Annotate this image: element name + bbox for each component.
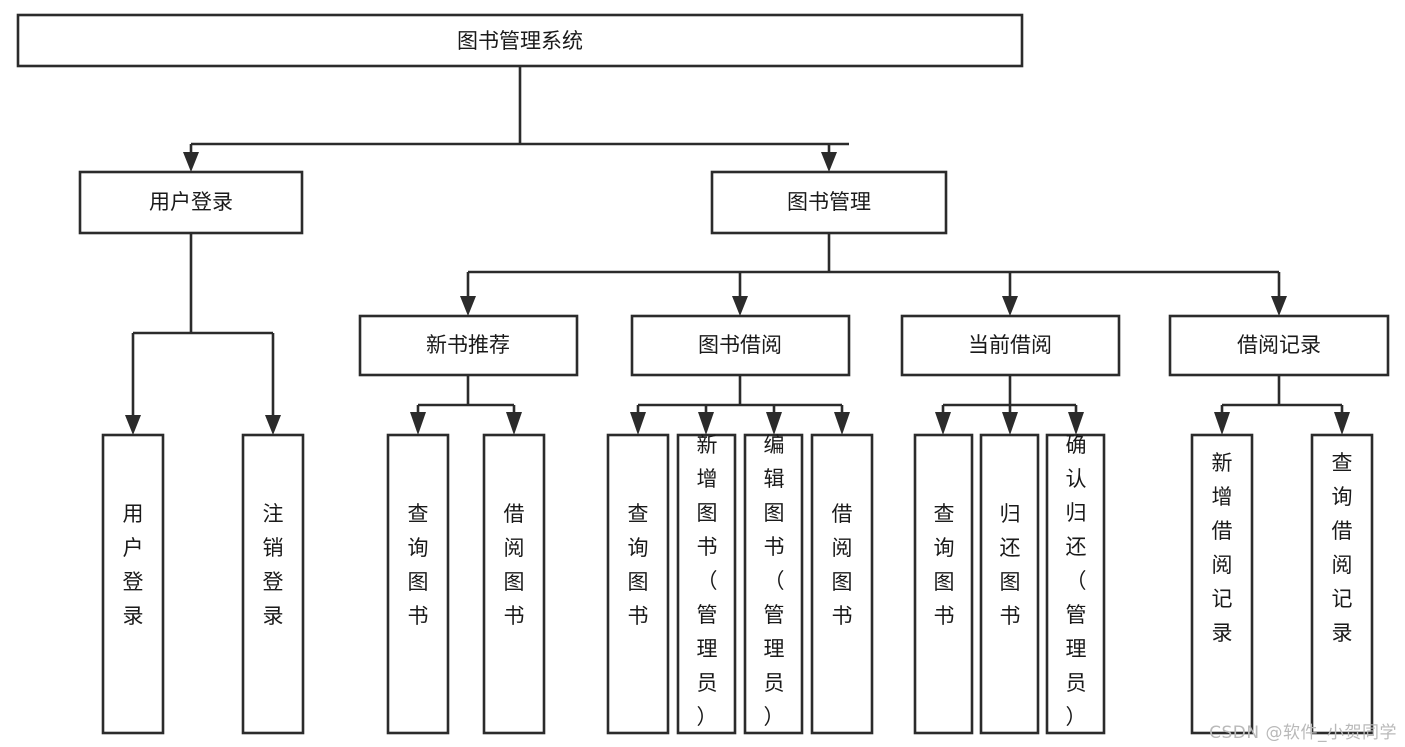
arrow-records-to-query [1334, 412, 1350, 435]
arrow-login-to-logout-leaf [265, 415, 281, 435]
arrow-borrow-to-query [630, 412, 646, 435]
node-leaf-return-book-box[interactable] [979, 433, 1040, 735]
node-leaf-add-borrow-record-box[interactable] [1190, 433, 1254, 735]
arrow-login-to-user-login-leaf [125, 415, 141, 435]
node-leaf-add-borrow-record[interactable]: 新增借阅记录 [1190, 433, 1254, 735]
arrow-root-to-user-login [183, 152, 199, 172]
node-leaf-borrow-book-2-label: 借阅图书 [832, 502, 853, 628]
node-new-book-recommend-box[interactable] [358, 314, 579, 377]
node-current-borrow-label: 当前借阅 [968, 333, 1052, 357]
node-leaf-borrow-book-1-label: 借阅图书 [504, 502, 525, 628]
node-leaf-edit-book-admin-label: 编辑图书（管理员） [764, 433, 785, 729]
node-leaf-query-book-3[interactable]: 查询图书 [913, 433, 974, 735]
node-leaf-return-book-label: 归还图书 [1000, 502, 1021, 628]
edge-group-book-management [460, 233, 1287, 316]
edge-group-new-book-recommend [410, 376, 522, 435]
node-leaf-add-borrow-record-label: 新增借阅记录 [1212, 451, 1233, 645]
arrow-bookmgmt-to-new-book [460, 296, 476, 316]
node-root-system[interactable]: 图书管理系统 [16, 13, 1024, 68]
arrow-borrow-to-add [698, 412, 714, 435]
arrow-borrow-to-borrow-book [834, 412, 850, 435]
edge-group-book-borrow [630, 376, 850, 435]
node-leaf-confirm-return-admin[interactable]: 确认归还（管理员） [1045, 433, 1106, 735]
arrow-newbook-to-query [410, 412, 426, 435]
node-current-borrow[interactable]: 当前借阅 [900, 314, 1121, 377]
node-current-borrow-box[interactable] [900, 314, 1121, 377]
node-leaf-query-borrow-record[interactable]: 查询借阅记录 [1310, 433, 1374, 735]
node-leaf-logout-box[interactable] [241, 433, 305, 735]
node-leaf-edit-book-admin-box[interactable] [743, 433, 804, 735]
node-user-login-label: 用户登录 [149, 190, 233, 214]
node-borrow-records-box[interactable] [1168, 314, 1390, 377]
edge-group-user-login [125, 233, 281, 435]
node-leaf-logout-label: 注销登录 [263, 502, 284, 628]
node-leaf-query-book-3-box[interactable] [913, 433, 974, 735]
arrow-bookmgmt-to-borrow [732, 296, 748, 316]
node-book-management[interactable]: 图书管理 [710, 170, 948, 235]
arrow-borrow-to-edit [766, 412, 782, 435]
node-book-management-box[interactable] [710, 170, 948, 235]
edge-group-current-borrow [935, 376, 1084, 435]
node-leaf-add-book-admin-label: 新增图书（管理员） [697, 433, 718, 729]
node-leaf-edit-book-admin[interactable]: 编辑图书（管理员） [743, 433, 804, 735]
node-leaf-return-book[interactable]: 归还图书 [979, 433, 1040, 735]
node-leaf-query-borrow-record-box[interactable] [1310, 433, 1374, 735]
node-leaf-add-book-admin-box[interactable] [676, 433, 737, 735]
node-leaf-query-book-3-label: 查询图书 [934, 502, 955, 628]
node-leaf-borrow-book-2[interactable]: 借阅图书 [810, 433, 874, 735]
arrow-records-to-add [1214, 412, 1230, 435]
node-root-system-box[interactable] [16, 13, 1024, 68]
node-leaf-query-book-1-box[interactable] [386, 433, 450, 735]
node-root-system-label: 图书管理系统 [457, 29, 583, 53]
csdn-watermark: CSDN @软件_小贺同学 [1209, 723, 1397, 743]
node-book-borrow-label: 图书借阅 [698, 333, 782, 357]
edge-group-root [183, 66, 849, 172]
arrow-current-to-return [1002, 412, 1018, 435]
node-leaf-query-borrow-record-label: 查询借阅记录 [1332, 451, 1353, 645]
node-book-borrow[interactable]: 图书借阅 [630, 314, 851, 377]
arrow-bookmgmt-to-current [1002, 296, 1018, 316]
node-leaf-borrow-book-1-box[interactable] [482, 433, 546, 735]
arrow-newbook-to-borrow [506, 412, 522, 435]
node-leaf-query-book-2-box[interactable] [606, 433, 670, 735]
node-leaf-add-book-admin[interactable]: 新增图书（管理员） [676, 433, 737, 735]
node-leaf-user-login-label: 用户登录 [123, 502, 144, 628]
arrow-current-to-query [935, 412, 951, 435]
node-leaf-borrow-book-2-box[interactable] [810, 433, 874, 735]
node-leaf-confirm-return-admin-box[interactable] [1045, 433, 1106, 735]
arrow-bookmgmt-to-records [1271, 296, 1287, 316]
node-new-book-recommend[interactable]: 新书推荐 [358, 314, 579, 377]
node-leaf-user-login[interactable]: 用户登录 [101, 433, 165, 735]
node-leaf-query-book-1[interactable]: 查询图书 [386, 433, 450, 735]
node-new-book-recommend-label: 新书推荐 [426, 333, 510, 357]
node-book-borrow-box[interactable] [630, 314, 851, 377]
node-leaf-confirm-return-admin-label: 确认归还（管理员） [1066, 433, 1087, 729]
node-user-login[interactable]: 用户登录 [78, 170, 304, 235]
node-leaf-user-login-box[interactable] [101, 433, 165, 735]
node-leaf-query-book-1-label: 查询图书 [408, 502, 429, 628]
node-leaf-query-book-2-label: 查询图书 [628, 502, 649, 628]
node-leaf-logout[interactable]: 注销登录 [241, 433, 305, 735]
arrow-current-to-confirm [1068, 412, 1084, 435]
node-borrow-records-label: 借阅记录 [1237, 333, 1321, 357]
node-leaf-query-book-2[interactable]: 查询图书 [606, 433, 670, 735]
node-borrow-records[interactable]: 借阅记录 [1168, 314, 1390, 377]
arrow-root-to-book-management [821, 152, 837, 172]
node-book-management-label: 图书管理 [787, 190, 871, 214]
node-user-login-box[interactable] [78, 170, 304, 235]
node-leaf-borrow-book-1[interactable]: 借阅图书 [482, 433, 546, 735]
edge-group-borrow-records [1214, 376, 1350, 435]
